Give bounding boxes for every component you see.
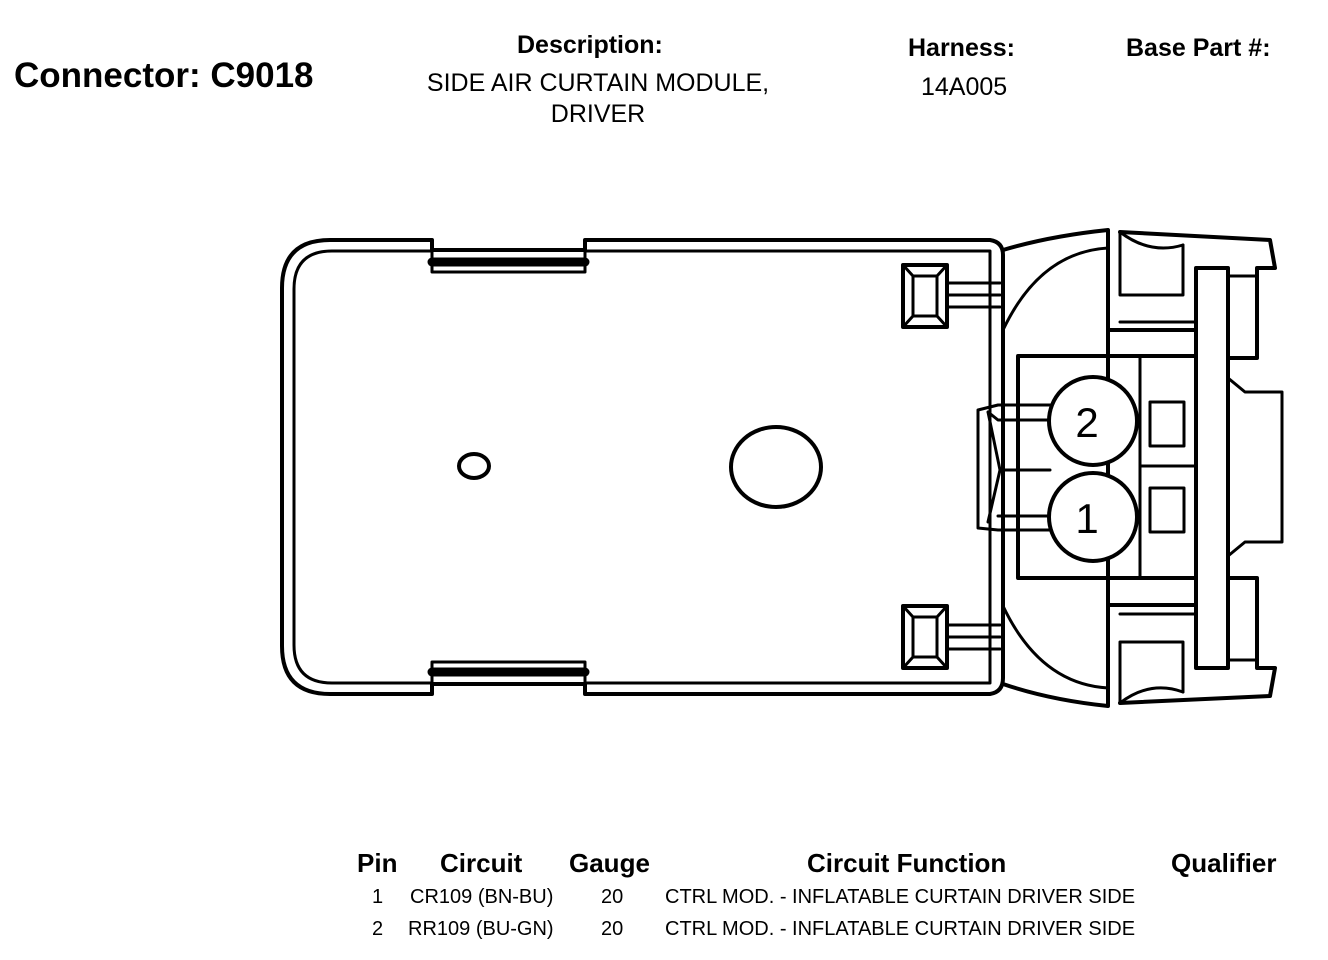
description-label: Description: xyxy=(517,31,663,59)
large-locating-hole xyxy=(729,425,823,509)
lower-latch xyxy=(901,604,1002,670)
cell-circuit-function: CTRL MOD. - INFLATABLE CURTAIN DRIVER SI… xyxy=(665,918,1136,940)
description-line-2: DRIVER xyxy=(550,100,646,128)
cell-pin: 2 xyxy=(372,918,384,940)
description-value: SIDE AIR CURTAIN MODULE, DRIVER xyxy=(398,68,798,130)
description-line-1: SIDE AIR CURTAIN MODULE, xyxy=(426,69,770,97)
harness-value: 14A005 xyxy=(921,73,1008,101)
pin-2-callout: 2 xyxy=(1047,375,1139,467)
col-header-gauge: Gauge xyxy=(569,848,650,878)
cell-circuit: RR109 (BU-GN) xyxy=(408,918,554,940)
connector-body-inner xyxy=(292,249,992,685)
col-header-qualifier: Qualifier xyxy=(1171,848,1277,878)
cell-circuit: CR109 (BN-BU) xyxy=(410,886,554,908)
pin-1-label: 1 xyxy=(1075,495,1098,542)
cell-circuit-function: CTRL MOD. - INFLATABLE CURTAIN DRIVER SI… xyxy=(665,886,1136,908)
cell-gauge: 20 xyxy=(601,918,624,940)
terminal-cavity-block xyxy=(976,354,1198,580)
harness-label: Harness: xyxy=(908,34,1015,62)
cell-gauge: 20 xyxy=(601,886,624,908)
pin-1-callout: 1 xyxy=(1047,471,1139,563)
col-header-pin: Pin xyxy=(357,848,398,878)
col-header-circuit: Circuit xyxy=(440,848,523,878)
small-locating-hole xyxy=(457,452,491,480)
pin-2-label: 2 xyxy=(1075,399,1098,446)
connector-title: Connector: C9018 xyxy=(14,56,314,95)
cell-pin: 1 xyxy=(372,886,384,908)
connector-end-housing xyxy=(1001,228,1284,708)
connector-face-diagram: 2 1 xyxy=(280,228,1284,708)
upper-latch xyxy=(901,263,1002,329)
base-part-label: Base Part #: xyxy=(1126,34,1271,62)
col-header-circuit-function: Circuit Function xyxy=(807,848,1007,878)
connector-body-outer xyxy=(280,238,1005,696)
